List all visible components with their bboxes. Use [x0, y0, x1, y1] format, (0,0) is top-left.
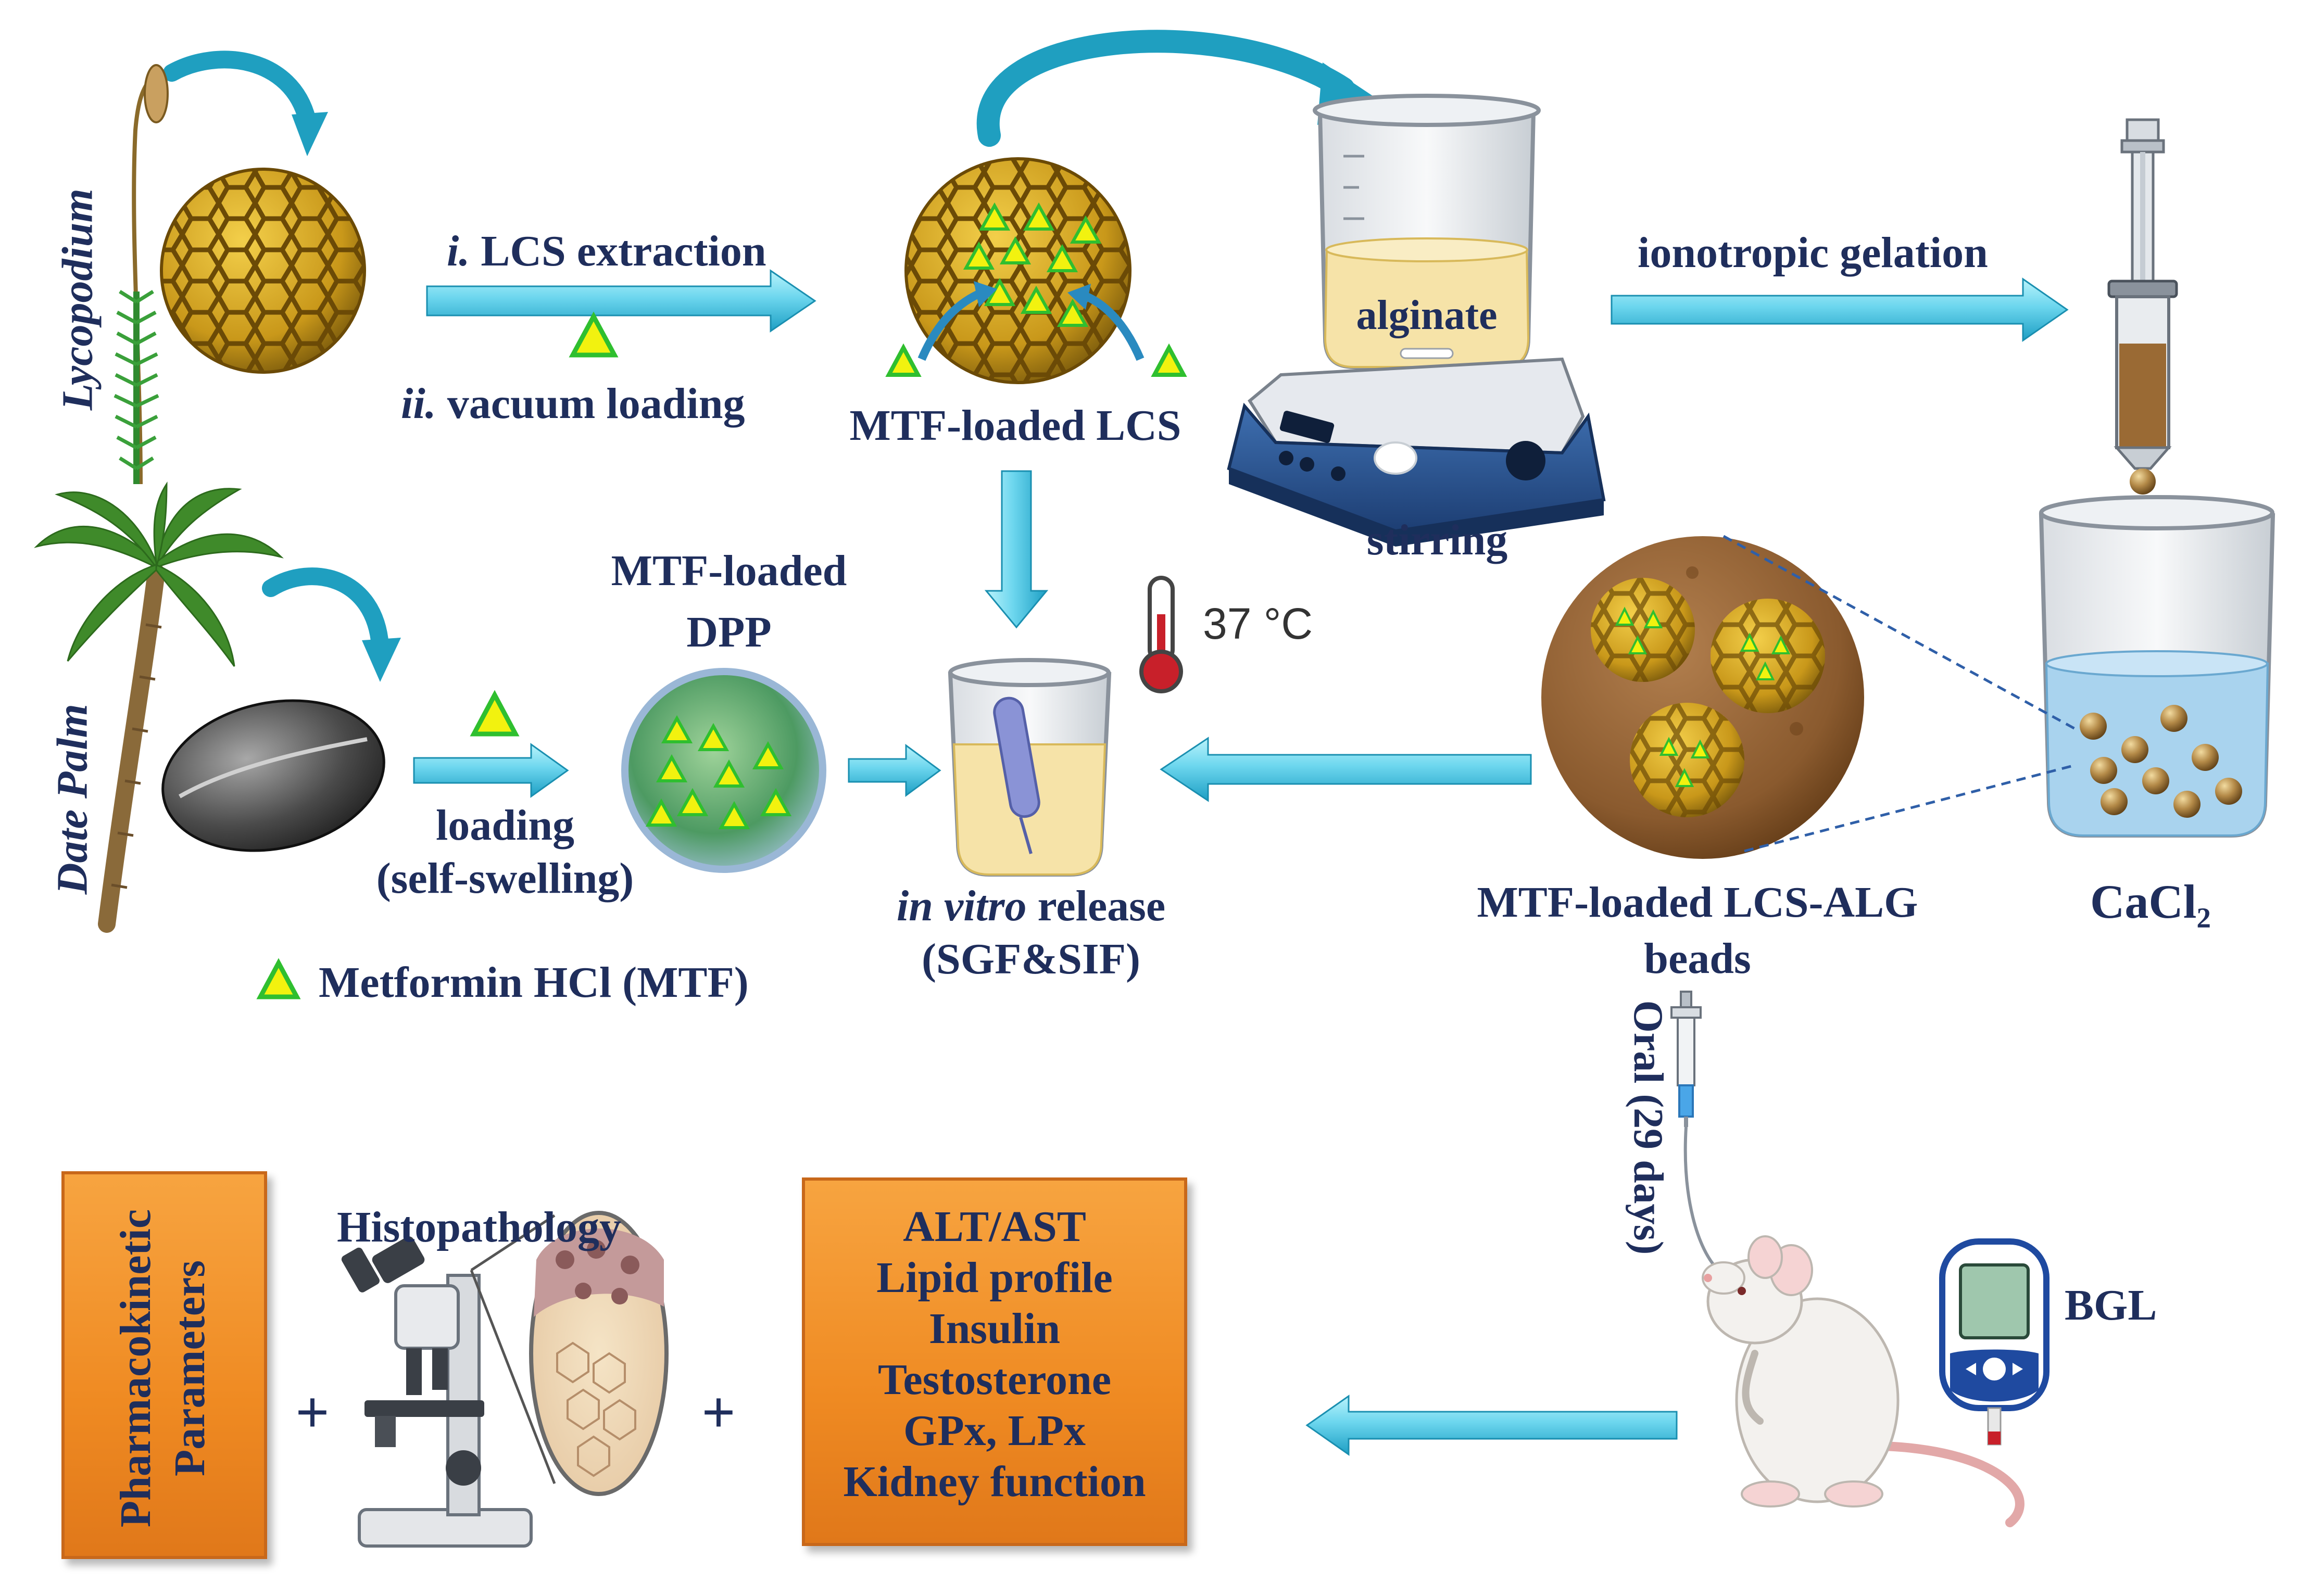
step-i-label: i. LCS extraction [447, 226, 766, 277]
loading-line1: loading [435, 801, 575, 850]
in-vitro-release-line1: in vitro release [844, 880, 1218, 933]
date-palm-label: Date Palm [48, 704, 97, 895]
oral-dosing-label: Oral (29 days) [1625, 1000, 1671, 1255]
bio-test-6: Kidney function [843, 1458, 1146, 1506]
date-palm-tree-icon [34, 482, 284, 933]
pharmacokinetic-line2: Parameters [166, 1260, 214, 1477]
flow-arrow-icon [1160, 737, 1532, 802]
beaker-icon [948, 658, 1112, 877]
flow-arrow-icon [848, 744, 941, 797]
drug-triangle-icon [569, 311, 619, 358]
beaker-icon [2039, 495, 2275, 838]
ionotropic-gelation-label: ionotropic gelation [1638, 229, 1988, 277]
curved-arrow-icon [262, 567, 401, 682]
bio-test-3: Insulin [928, 1304, 1061, 1353]
loading-label: loading (self-swelling) [354, 799, 656, 905]
legend-triangle-label: Metformin HCl (MTF) [319, 958, 749, 1007]
magnetic-stirrer-icon [1227, 357, 1606, 547]
loading-line2: (self-swelling) [376, 854, 634, 903]
drug-triangle-icon [470, 690, 520, 737]
step-i-number: i. [447, 227, 470, 275]
curved-arrow-icon [163, 50, 328, 156]
flow-arrow-icon [413, 743, 569, 798]
step-ii-number: ii. [401, 379, 436, 428]
beads-line1: MTF-loaded LCS-ALG [1477, 878, 1918, 927]
alginate-label: alginate [1356, 293, 1498, 338]
lycopodium-plant-icon [114, 64, 169, 485]
lycopodium-label: Lycopodium [53, 188, 102, 411]
histopathology-label: Histopathology [336, 1203, 622, 1251]
pharmacokinetic-box-text: Pharmacokinetic Parameters [109, 1174, 221, 1562]
in-vitro-italic: in vitro [896, 882, 1027, 930]
sgf-sif-label: (SGF&SIF) [922, 935, 1140, 983]
step-i-text: LCS extraction [470, 227, 766, 275]
beads-line2: beads [1644, 934, 1751, 983]
bio-test-5: GPx, LPx [903, 1407, 1086, 1455]
pollen-grain-icon [160, 168, 366, 374]
glucometer-icon [1939, 1238, 2049, 1446]
bio-test-1: ALT/AST [903, 1202, 1086, 1251]
bgl-label: BGL [2065, 1281, 2157, 1329]
thermometer-icon [1139, 576, 1183, 693]
zoom-guide-lines [1722, 535, 2076, 853]
zoom-guide-lines [470, 1214, 556, 1484]
beads-label: MTF-loaded LCS-ALG beads [1437, 875, 1958, 987]
beaker-icon [1313, 94, 1541, 369]
release-text: release [1026, 882, 1166, 930]
flow-arrow-icon [984, 470, 1049, 629]
in-vitro-release-label: in vitro release (SGF&SIF) [844, 880, 1218, 986]
flow-arrow-icon [426, 269, 816, 333]
bio-test-4: Testosterone [878, 1356, 1111, 1404]
syringe-icon [2107, 118, 2178, 489]
biochemical-tests-list: ALT/AST Lipid profile Insulin Testostero… [805, 1201, 1184, 1508]
drug-triangle-icon [1151, 343, 1187, 377]
rat-icon [1702, 1235, 2025, 1527]
plus-sign-2: + [701, 1380, 736, 1444]
step-ii-label: ii. vacuum loading [401, 379, 745, 429]
mtf-loaded-dpp-label: MTF-loaded DPP [573, 540, 885, 663]
temperature-label: 37 °C [1203, 599, 1313, 648]
stirring-label: stirring [1366, 516, 1508, 564]
histology-zoom-icon [529, 1211, 669, 1496]
drug-triangle-icon [256, 958, 301, 999]
bio-test-2: Lipid profile [876, 1253, 1113, 1302]
step-ii-text: vacuum loading [436, 379, 745, 428]
syringe-icon [1670, 991, 1720, 1272]
pharmacokinetic-box: Pharmacokinetic Parameters [61, 1171, 267, 1559]
pharmacokinetic-line1: Pharmacokinetic [111, 1209, 160, 1528]
mtf-loaded-lcs-label: MTF-loaded LCS [849, 401, 1181, 450]
bead-icon [1541, 536, 1864, 859]
biochemical-tests-box: ALT/AST Lipid profile Insulin Testostero… [802, 1177, 1187, 1546]
pollen-grain-icon [904, 157, 1145, 384]
mtf-loaded-dpp-line2: DPP [686, 608, 772, 656]
plus-sign-1: + [295, 1380, 330, 1444]
date-seed-icon [161, 699, 385, 852]
cacl2-label: CaCl₂ [2090, 875, 2211, 928]
date-pollen-icon [621, 668, 826, 873]
flow-arrow-icon [1305, 1395, 1678, 1456]
drug-triangle-icon [885, 343, 922, 377]
flow-arrow-icon [1611, 277, 2069, 342]
mtf-loaded-dpp-line1: MTF-loaded [611, 547, 847, 595]
microscope-icon [341, 1236, 533, 1548]
